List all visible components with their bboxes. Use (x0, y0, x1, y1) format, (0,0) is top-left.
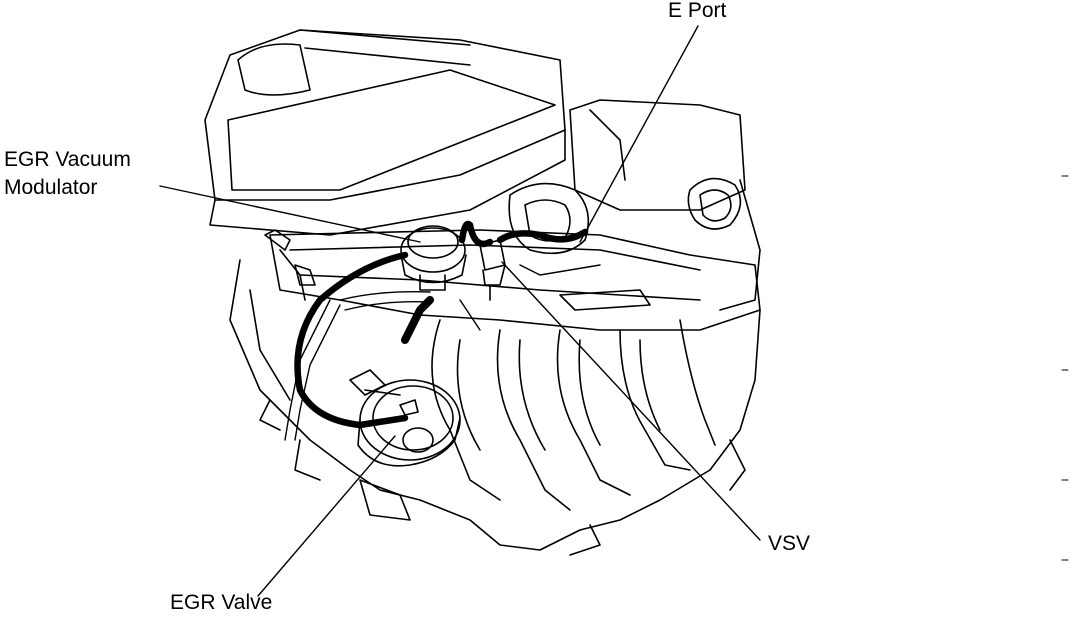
label-vsv: VSV (768, 532, 811, 555)
left-fittings (264, 229, 316, 301)
label-egr-vacuum-modulator-line2: Modulator (4, 176, 98, 199)
leader-lines (159, 25, 761, 597)
label-egr-valve: EGR Valve (170, 591, 273, 614)
vsv-unit (479, 239, 506, 301)
vacuum-hoses (294, 220, 589, 429)
rocker-cover (569, 99, 761, 311)
edge-marks (1061, 175, 1069, 561)
intake-runners (431, 319, 716, 511)
label-egr-vacuum-modulator-line1: EGR Vacuum (4, 148, 131, 171)
egr-valve (349, 369, 461, 467)
egr-vacuum-modulator (400, 225, 467, 291)
pipes (284, 264, 601, 441)
label-e-port: E Port (668, 0, 727, 22)
throttle-body (508, 182, 590, 255)
engine-block (229, 259, 761, 556)
air-cleaner-housing (204, 29, 566, 236)
